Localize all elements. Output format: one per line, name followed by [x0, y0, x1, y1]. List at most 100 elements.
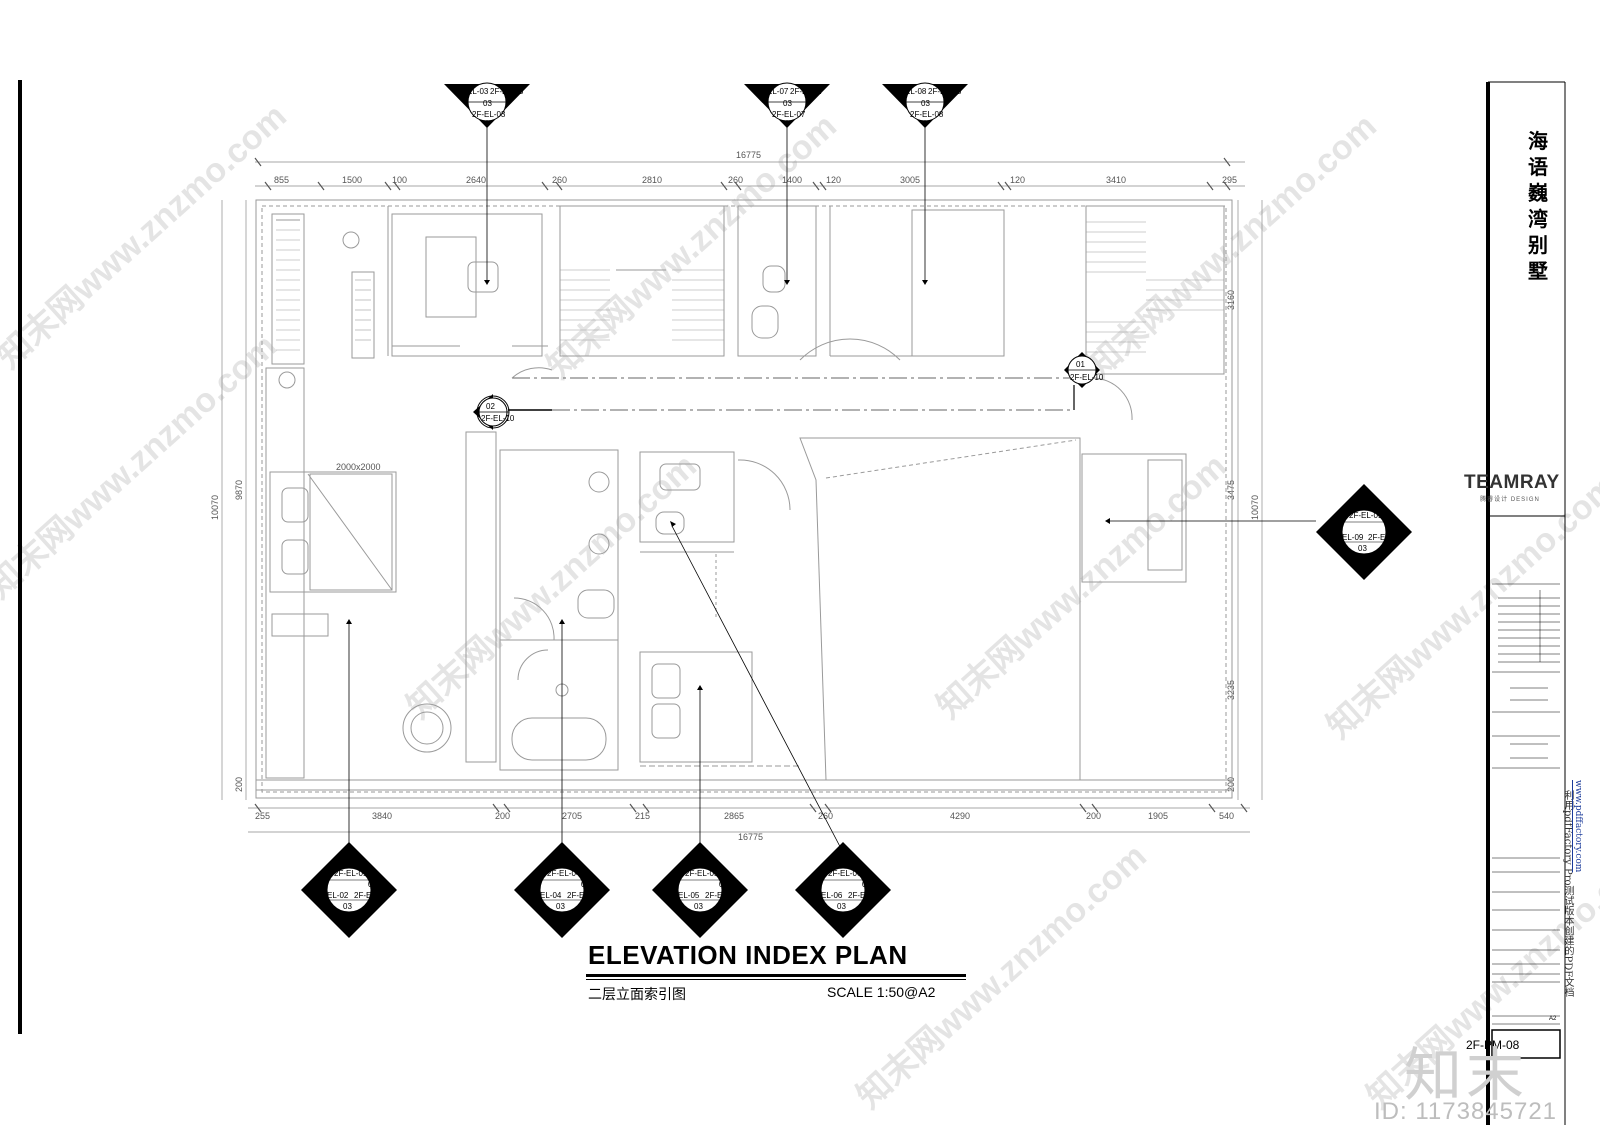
marker-num: 01: [1358, 497, 1367, 506]
dim-bottom: 2705: [562, 811, 582, 821]
marker-label: 2F-EL-06: [828, 869, 862, 878]
elevation-marker-09: 01 2F-EL-09 04 02 2F-EL-09 2F-EL-09 03 2…: [1105, 484, 1412, 580]
marker-label: 2F-EL-08: [928, 87, 962, 96]
title-underline: [586, 974, 966, 977]
top-marker-03: 2F-EL-03 2F-EL-03 03 2F-EL-03: [444, 82, 530, 285]
marker-num: 04: [319, 880, 328, 889]
marker-num: 03: [694, 902, 703, 911]
watermark-text: 知末网www.znzmo.com: [400, 447, 704, 726]
dim-overall-top: 16775: [736, 150, 761, 160]
marker-label: 2F-EL-03: [472, 110, 506, 119]
dim-right: 10070: [1250, 495, 1260, 520]
pdf-note: 利用pdfFactory Pro测试版本创建的PDF文档: [1562, 790, 1573, 998]
marker-label: 2F-EL-07: [755, 87, 789, 96]
marker-num: 04: [532, 880, 541, 889]
marker-num: 03: [783, 99, 792, 108]
dim-right: 3475: [1226, 480, 1236, 500]
section-num: 01: [1076, 360, 1085, 369]
dim-bottom: 540: [1219, 811, 1234, 821]
dim-top: 2640: [466, 175, 486, 185]
dim-right: 3160: [1226, 290, 1236, 310]
dim-bottom: 3840: [372, 811, 392, 821]
bottom-dimensions: 255 3840 200 2705 215 2865 260 4290 200 …: [255, 811, 1234, 842]
dim-top: 855: [274, 175, 289, 185]
marker-num: 02: [719, 880, 728, 889]
marker-num: 03: [921, 99, 930, 108]
dim-bottom: 200: [495, 811, 510, 821]
dim-left: 10070: [210, 495, 220, 520]
dim-bottom: 1905: [1148, 811, 1168, 821]
marker-num: 04: [1332, 522, 1341, 531]
marker-label: 2F-EL-09: [1349, 555, 1383, 564]
marker-num: 03: [1358, 544, 1367, 553]
dim-bottom: 200: [1086, 811, 1101, 821]
dim-overall-bottom: 16775: [738, 832, 763, 842]
pdf-link[interactable]: www.pdffactory.com: [1573, 780, 1583, 873]
marker-num: 01: [343, 857, 352, 866]
marker-label: 2F-EL-09: [1330, 533, 1364, 542]
paper-size: A2: [1549, 1016, 1557, 1022]
marker-num: 01: [694, 857, 703, 866]
marker-label: 2F-EL-05: [685, 869, 719, 878]
dim-left: 200: [234, 777, 244, 792]
watermark-logo: 知末: [1404, 1041, 1529, 1109]
section-marker-02: 02 2F-EL-10: [473, 394, 552, 430]
marker-label: 2F-EL-05: [666, 891, 700, 900]
dim-right: 3235: [1226, 680, 1236, 700]
marker-num: 02: [862, 880, 871, 889]
marker-label: 2F-EL-01: [354, 891, 388, 900]
watermark-text: 知末网www.znzmo.com: [0, 327, 284, 606]
marker-label: 2F-EL-06: [848, 891, 882, 900]
section-ref: 2F-EL-10: [481, 414, 515, 423]
dim-bottom: 260: [818, 811, 833, 821]
marker-num: 01: [556, 857, 565, 866]
marker-label: 2F-EL-06: [809, 891, 843, 900]
brand-subtitle: 腾睿设计 DESIGN: [1480, 497, 1540, 503]
marker-label: 2F-EL-05: [685, 913, 719, 922]
marker-label: 2F-EL-04: [547, 913, 581, 922]
dimension-lines: [221, 157, 1263, 833]
dim-left: 9870: [234, 480, 244, 500]
top-dimensions: 16775 855 1500 100 2640 260 2810 260 140…: [274, 150, 1237, 185]
drawing-title: ELEVATION INDEX PLAN: [588, 940, 908, 970]
marker-label: 2F-EL-09: [1349, 511, 1383, 520]
marker-label: 2F-EL-07: [790, 87, 824, 96]
marker-num: 04: [670, 880, 679, 889]
marker-num: 03: [343, 902, 352, 911]
title-block: [1486, 81, 1566, 1125]
side-dimensions: 10070 9870 200 3160 3475 3235 10070 200: [210, 290, 1260, 792]
dim-top: 120: [1010, 175, 1025, 185]
marker-num: 03: [837, 902, 846, 911]
elevation-marker-01: 01 2F-EL-01 04 02 2F-EL-02 2F-EL-01 03 2…: [301, 619, 397, 938]
marker-label: 2F-EL-03: [490, 87, 524, 96]
dim-top: 260: [552, 175, 567, 185]
dim-bottom: 255: [255, 811, 270, 821]
sheet-number: 2F-PM-08: [1466, 1038, 1520, 1052]
watermark-id: ID: 1173845721: [1374, 1098, 1558, 1125]
top-marker-07: 2F-EL-07 2F-EL-07 03 2F-EL-07: [744, 82, 830, 285]
marker-num: 01: [837, 857, 846, 866]
dim-right: 200: [1226, 777, 1236, 792]
marker-label: 2F-EL-03: [455, 87, 489, 96]
marker-num: 02: [1386, 522, 1395, 531]
marker-num: 03: [556, 902, 565, 911]
floor-plan: [255, 199, 1233, 799]
elevation-marker-06: 01 2F-EL-06 04 02 2F-EL-06 2F-EL-06 03 2…: [670, 521, 891, 938]
marker-label: 2F-EL-06: [828, 913, 862, 922]
marker-label: 2F-EL-07: [772, 110, 806, 119]
dim-top: 120: [826, 175, 841, 185]
marker-label: 2F-EL-05: [705, 891, 739, 900]
section-marker-01: 01 2F-EL-10: [1064, 352, 1104, 410]
dim-top: 100: [392, 175, 407, 185]
section-ref: 2F-EL-10: [1070, 373, 1104, 382]
marker-num: 04: [813, 880, 822, 889]
marker-num: 02: [368, 880, 377, 889]
watermark-text: 知末网www.znzmo.com: [540, 107, 844, 386]
dim-top: 260: [728, 175, 743, 185]
marker-num: 03: [483, 99, 492, 108]
section-num: 02: [486, 402, 495, 411]
dim-top: 3410: [1106, 175, 1126, 185]
dim-top: 1400: [782, 175, 802, 185]
drawing-scale: SCALE 1:50@A2: [827, 984, 936, 1000]
